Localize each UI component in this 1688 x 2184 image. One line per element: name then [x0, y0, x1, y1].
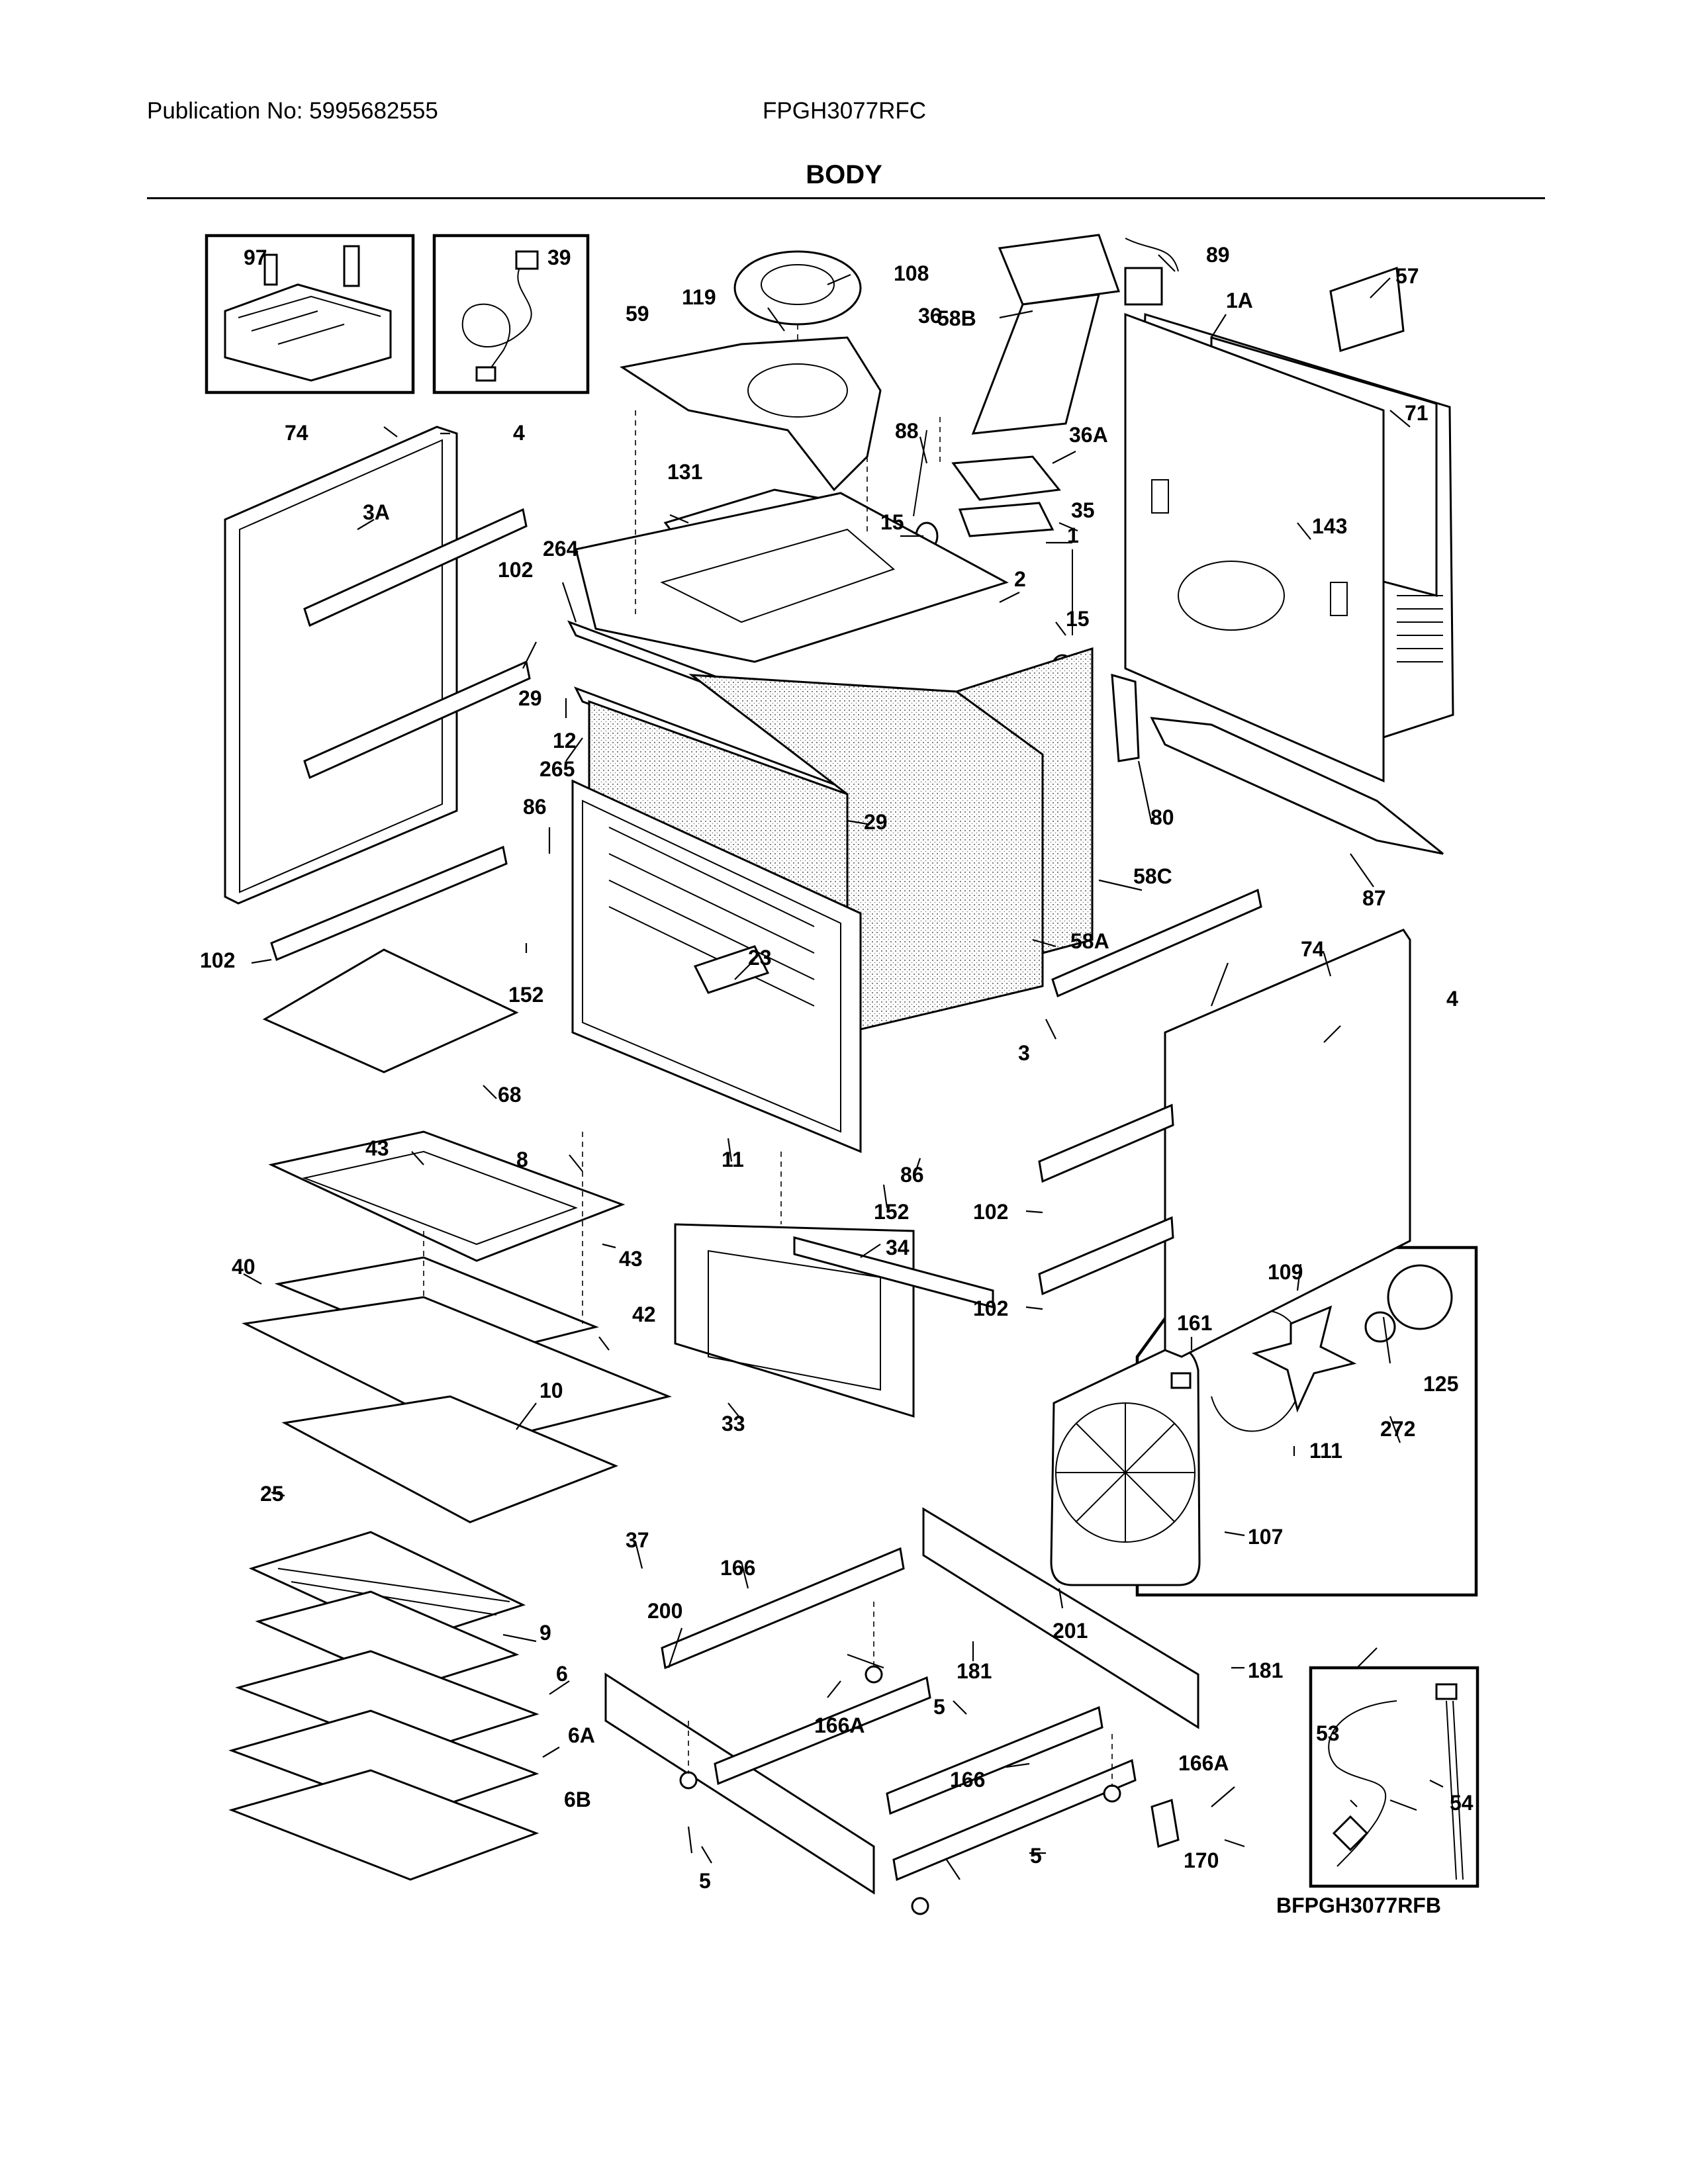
callout-1A: 1A — [1226, 289, 1253, 312]
callout-119: 119 — [682, 285, 716, 309]
callout-170: 170 — [1184, 1848, 1219, 1872]
callout-58B: 58B — [937, 306, 976, 330]
callout-36A: 36A — [1069, 423, 1108, 447]
callout-86a: 86 — [523, 795, 547, 819]
callout-29b: 29 — [864, 810, 888, 834]
callout-131: 131 — [667, 460, 702, 484]
callout-88: 88 — [895, 419, 919, 443]
callout-166Ab: 166A — [1178, 1751, 1229, 1775]
callout-200: 200 — [647, 1599, 682, 1623]
callout-97: 97 — [244, 246, 267, 269]
oven-cavity — [571, 647, 1094, 1154]
inset-box-temperature-sensor — [1309, 1666, 1479, 1888]
callout-54: 54 — [1450, 1791, 1474, 1815]
callout-166a: 166 — [720, 1556, 755, 1580]
callout-111: 111 — [1309, 1439, 1342, 1463]
base-frame — [604, 1507, 1199, 1915]
callout-5c: 5 — [699, 1869, 711, 1893]
callout-166Aa: 166A — [814, 1713, 865, 1737]
callout-125: 125 — [1423, 1372, 1458, 1396]
callout-181b: 181 — [1248, 1659, 1283, 1682]
callout-109: 109 — [1268, 1260, 1303, 1284]
callout-74a: 74 — [285, 421, 308, 445]
callout-166b: 166 — [950, 1768, 985, 1792]
callout-33: 33 — [722, 1412, 745, 1435]
model-number: FPGH3077RFC — [763, 98, 927, 124]
callout-3A: 3A — [363, 500, 390, 524]
callout-265: 265 — [539, 757, 575, 781]
callout-37: 37 — [626, 1528, 649, 1552]
bottom-left-components — [228, 948, 672, 1881]
callout-5b: 5 — [1030, 1844, 1042, 1868]
callout-272: 272 — [1380, 1417, 1415, 1441]
callout-58C: 58C — [1133, 864, 1172, 888]
rear-panel — [1111, 266, 1454, 855]
diagram-code: BFPGH3077RFB — [1276, 1893, 1441, 1917]
callout-143: 143 — [1312, 514, 1347, 538]
callout-leaders — [243, 254, 1444, 1880]
callout-102a: 102 — [498, 558, 533, 582]
callout-87: 87 — [1362, 886, 1386, 910]
callout-6B: 6B — [564, 1788, 591, 1811]
callout-23: 23 — [748, 946, 772, 970]
callout-102d: 102 — [973, 1297, 1008, 1320]
callout-80: 80 — [1150, 805, 1174, 829]
callout-264: 264 — [543, 537, 579, 561]
callout-107: 107 — [1248, 1525, 1283, 1549]
callout-5a: 5 — [933, 1695, 945, 1719]
callout-6A: 6A — [568, 1723, 595, 1747]
callout-11: 11 — [722, 1148, 744, 1171]
callout-58A: 58A — [1070, 929, 1109, 953]
callout-40: 40 — [232, 1255, 256, 1279]
door-parts — [674, 1223, 994, 1418]
callout-57: 57 — [1395, 264, 1419, 288]
callout-42: 42 — [632, 1302, 656, 1326]
callout-8: 8 — [516, 1148, 528, 1171]
callout-53: 53 — [1316, 1721, 1340, 1745]
callout-9: 9 — [539, 1621, 551, 1645]
callout-15b: 15 — [1066, 607, 1090, 631]
callout-68: 68 — [498, 1083, 522, 1107]
callout-102b: 102 — [200, 948, 235, 972]
callout-3: 3 — [1018, 1041, 1030, 1065]
callout-59: 59 — [626, 302, 649, 326]
callout-152b: 152 — [874, 1200, 909, 1224]
callout-86b: 86 — [900, 1163, 924, 1187]
callout-34: 34 — [886, 1236, 910, 1259]
callout-29a: 29 — [518, 686, 542, 710]
side-panel-right — [1038, 888, 1411, 1358]
callout-43a: 43 — [365, 1136, 389, 1160]
callout-152a: 152 — [508, 983, 543, 1007]
callout-71: 71 — [1405, 401, 1429, 425]
callout-181a: 181 — [957, 1659, 992, 1683]
alignment-lines — [423, 324, 1113, 1787]
callout-4a: 4 — [513, 421, 525, 445]
side-panel-left — [224, 426, 531, 962]
callout-25: 25 — [260, 1482, 284, 1506]
callout-1: 1 — [1067, 523, 1079, 547]
callout-89: 89 — [1206, 243, 1230, 267]
callout-4b: 4 — [1446, 987, 1458, 1011]
callout-201: 201 — [1053, 1619, 1088, 1643]
inset-box-power-cord — [432, 234, 590, 394]
inset-box-control-board — [205, 234, 415, 394]
callout-10: 10 — [539, 1379, 563, 1402]
callout-74b: 74 — [1301, 937, 1325, 961]
callout-2: 2 — [1014, 567, 1026, 591]
page-title: BODY — [806, 160, 882, 189]
callout-108: 108 — [894, 261, 929, 285]
callout-35: 35 — [1071, 498, 1095, 522]
callout-15a: 15 — [880, 510, 904, 534]
callout-labels: 97 39 108 119 59 89 58B 36 1A 57 71 74 4… — [200, 243, 1474, 1917]
callout-161: 161 — [1177, 1311, 1212, 1335]
callout-36: 36 — [918, 304, 942, 328]
callout-12: 12 — [553, 729, 577, 752]
callout-43b: 43 — [619, 1247, 643, 1271]
callout-102c: 102 — [973, 1200, 1008, 1224]
header-divider — [147, 197, 1545, 199]
publication-number: Publication No: 5995682555 — [147, 98, 438, 124]
callout-6: 6 — [556, 1662, 568, 1686]
callout-39: 39 — [547, 246, 571, 269]
